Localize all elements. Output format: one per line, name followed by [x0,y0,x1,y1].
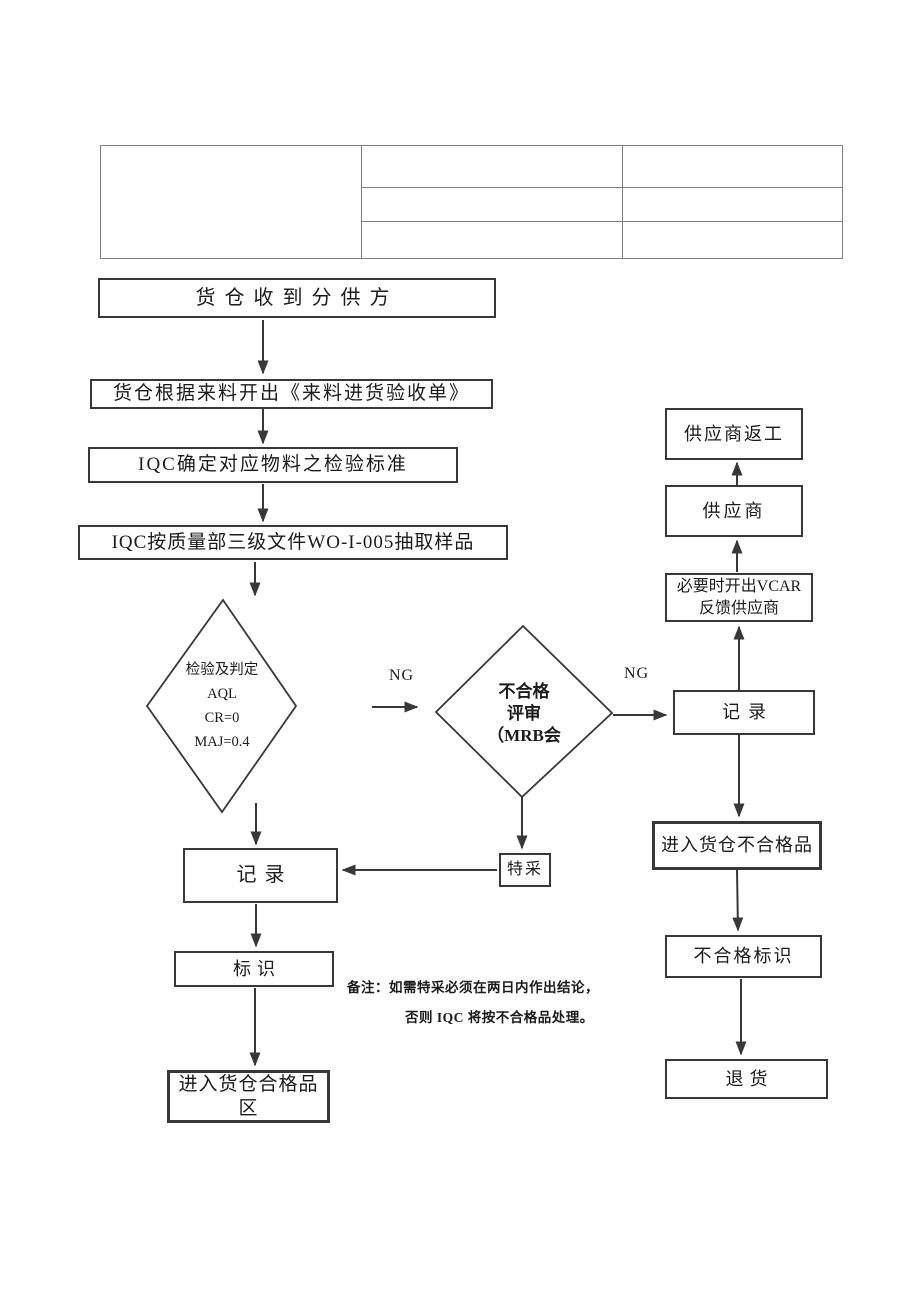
node-sample-label: IQC按质量部三级文件WO-I-005抽取样品 [111,531,475,553]
node-supplier-rework: 供应商返工 [665,408,803,460]
header-table-border [100,145,843,259]
diamond-inspect-decision [145,598,298,814]
inspect-line-1: 检验及判定 [185,662,259,678]
note-line-2: 否则 IQC 将按不合格品处理。 [405,1010,594,1025]
node-mrb-review-text: 不合格 评审 （MRB会 [436,681,612,747]
header-table-hline-1 [361,187,842,188]
header-table-vline-2 [622,145,623,258]
node-return-goods-label: 退货 [725,1068,774,1089]
node-record-right-label: 记录 [722,702,774,723]
vcar-line-1: 必要时开出VCAR [676,577,802,595]
diamond-mrb-review [434,624,614,799]
node-qualified-area-label: 进入货仓合格品区 [178,1073,319,1119]
inspect-line-4: MAJ=0.4 [194,734,250,750]
node-supplier-label: 供应商 [702,500,766,521]
arrow-area-to-nonconforming-mark [732,869,744,932]
inspect-line-3: CR=0 [204,710,240,726]
mrb-line-3: （MRB会 [487,726,561,745]
node-record-left: 记录 [183,848,338,903]
node-receive-label: 货仓收到分供方 [195,286,399,309]
node-nonconforming-mark-label: 不合格标识 [693,946,794,967]
node-vcar-label: 必要时开出VCAR 反馈供应商 [677,576,801,620]
node-sample: IQC按质量部三级文件WO-I-005抽取样品 [78,525,508,560]
node-record-right: 记录 [673,690,815,735]
node-issue-receipt: 货仓根据来料开出《来料进货验收单》 [90,379,493,409]
ng-label-left: NG [389,667,415,684]
node-special-acceptance-label: 特采 [506,861,543,878]
node-qualified-area: 进入货仓合格品区 [167,1070,330,1123]
node-special-acceptance: 特采 [499,853,551,887]
node-determine-standard-label: IQC确定对应物料之检验标准 [138,454,408,476]
node-record-left-label: 记录 [236,864,293,886]
node-supplier: 供应商 [665,485,803,537]
inspect-line-2: AQL [207,686,237,702]
node-supplier-rework-label: 供应商返工 [684,423,784,444]
header-table-vline-1 [361,145,362,258]
node-nonconforming-mark: 不合格标识 [665,935,822,978]
node-determine-standard: IQC确定对应物料之检验标准 [88,447,458,483]
node-mark-label: 标识 [233,958,281,979]
header-table-hline-2 [361,221,842,222]
ng-label-right: NG [624,665,650,682]
node-inspect-decision-text: 检验及判定 AQL CR=0 MAJ=0.4 [147,658,297,754]
node-receive: 货仓收到分供方 [98,278,496,318]
vcar-line-2: 反馈供应商 [698,599,779,617]
mrb-line-2: 评审 [507,704,541,723]
node-nonconforming-area-label: 进入货仓不合格品 [661,835,813,856]
note-line-1: 备注：如需特采必须在两日内作出结论， [347,980,599,995]
node-vcar: 必要时开出VCAR 反馈供应商 [665,573,813,622]
node-nonconforming-area: 进入货仓不合格品 [652,821,822,870]
node-issue-receipt-label: 货仓根据来料开出《来料进货验收单》 [112,383,470,405]
mrb-line-1: 不合格 [498,682,550,701]
node-mark: 标识 [174,951,334,987]
node-return-goods: 退货 [665,1059,828,1099]
